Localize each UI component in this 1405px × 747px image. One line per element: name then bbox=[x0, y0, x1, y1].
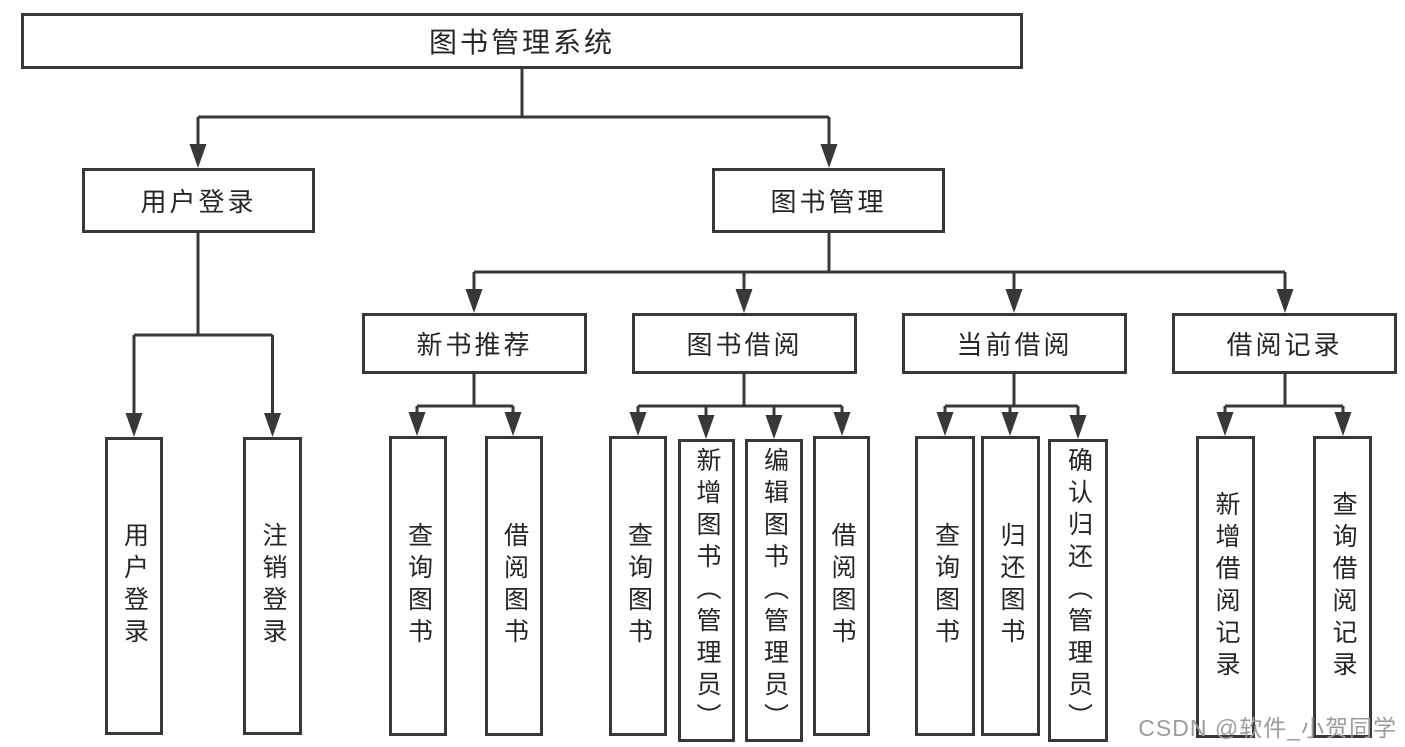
node-system-root: 图书管理系统 bbox=[21, 13, 1023, 69]
node-current-borrowing: 当前借阅 bbox=[902, 313, 1127, 374]
leaf-recommend-query-books: 查询图书 bbox=[389, 436, 447, 736]
leaf-current-confirm-return-admin: 确认归还（管理员） bbox=[1048, 439, 1108, 742]
leaf-borrow-borrow-books: 借阅图书 bbox=[813, 436, 870, 736]
leaf-borrow-query-books: 查询图书 bbox=[609, 436, 667, 736]
arrowheads bbox=[125, 144, 1352, 439]
leaf-logout: 注销登录 bbox=[243, 437, 302, 735]
connector-segments bbox=[132, 68, 1345, 427]
leaf-recommend-borrow-books: 借阅图书 bbox=[485, 436, 543, 736]
csdn-watermark: CSDN @软件_小贺同学 bbox=[1138, 715, 1397, 741]
leaf-current-query-books: 查询图书 bbox=[915, 436, 975, 736]
leaf-records-query-borrow-record: 查询借阅记录 bbox=[1313, 436, 1372, 738]
node-user-login: 用户登录 bbox=[82, 168, 315, 233]
leaf-current-return-books: 归还图书 bbox=[981, 436, 1040, 736]
node-book-management: 图书管理 bbox=[712, 168, 945, 233]
leaf-user-login: 用户登录 bbox=[105, 437, 163, 735]
node-new-book-recommendation: 新书推荐 bbox=[362, 313, 587, 374]
leaf-borrow-edit-books-admin: 编辑图书（管理员） bbox=[745, 439, 803, 742]
leaf-records-add-borrow-record: 新增借阅记录 bbox=[1196, 436, 1255, 738]
leaf-borrow-add-books-admin: 新增图书（管理员） bbox=[678, 439, 735, 742]
node-book-borrowing: 图书借阅 bbox=[632, 313, 857, 374]
node-borrowing-records: 借阅记录 bbox=[1172, 313, 1397, 374]
